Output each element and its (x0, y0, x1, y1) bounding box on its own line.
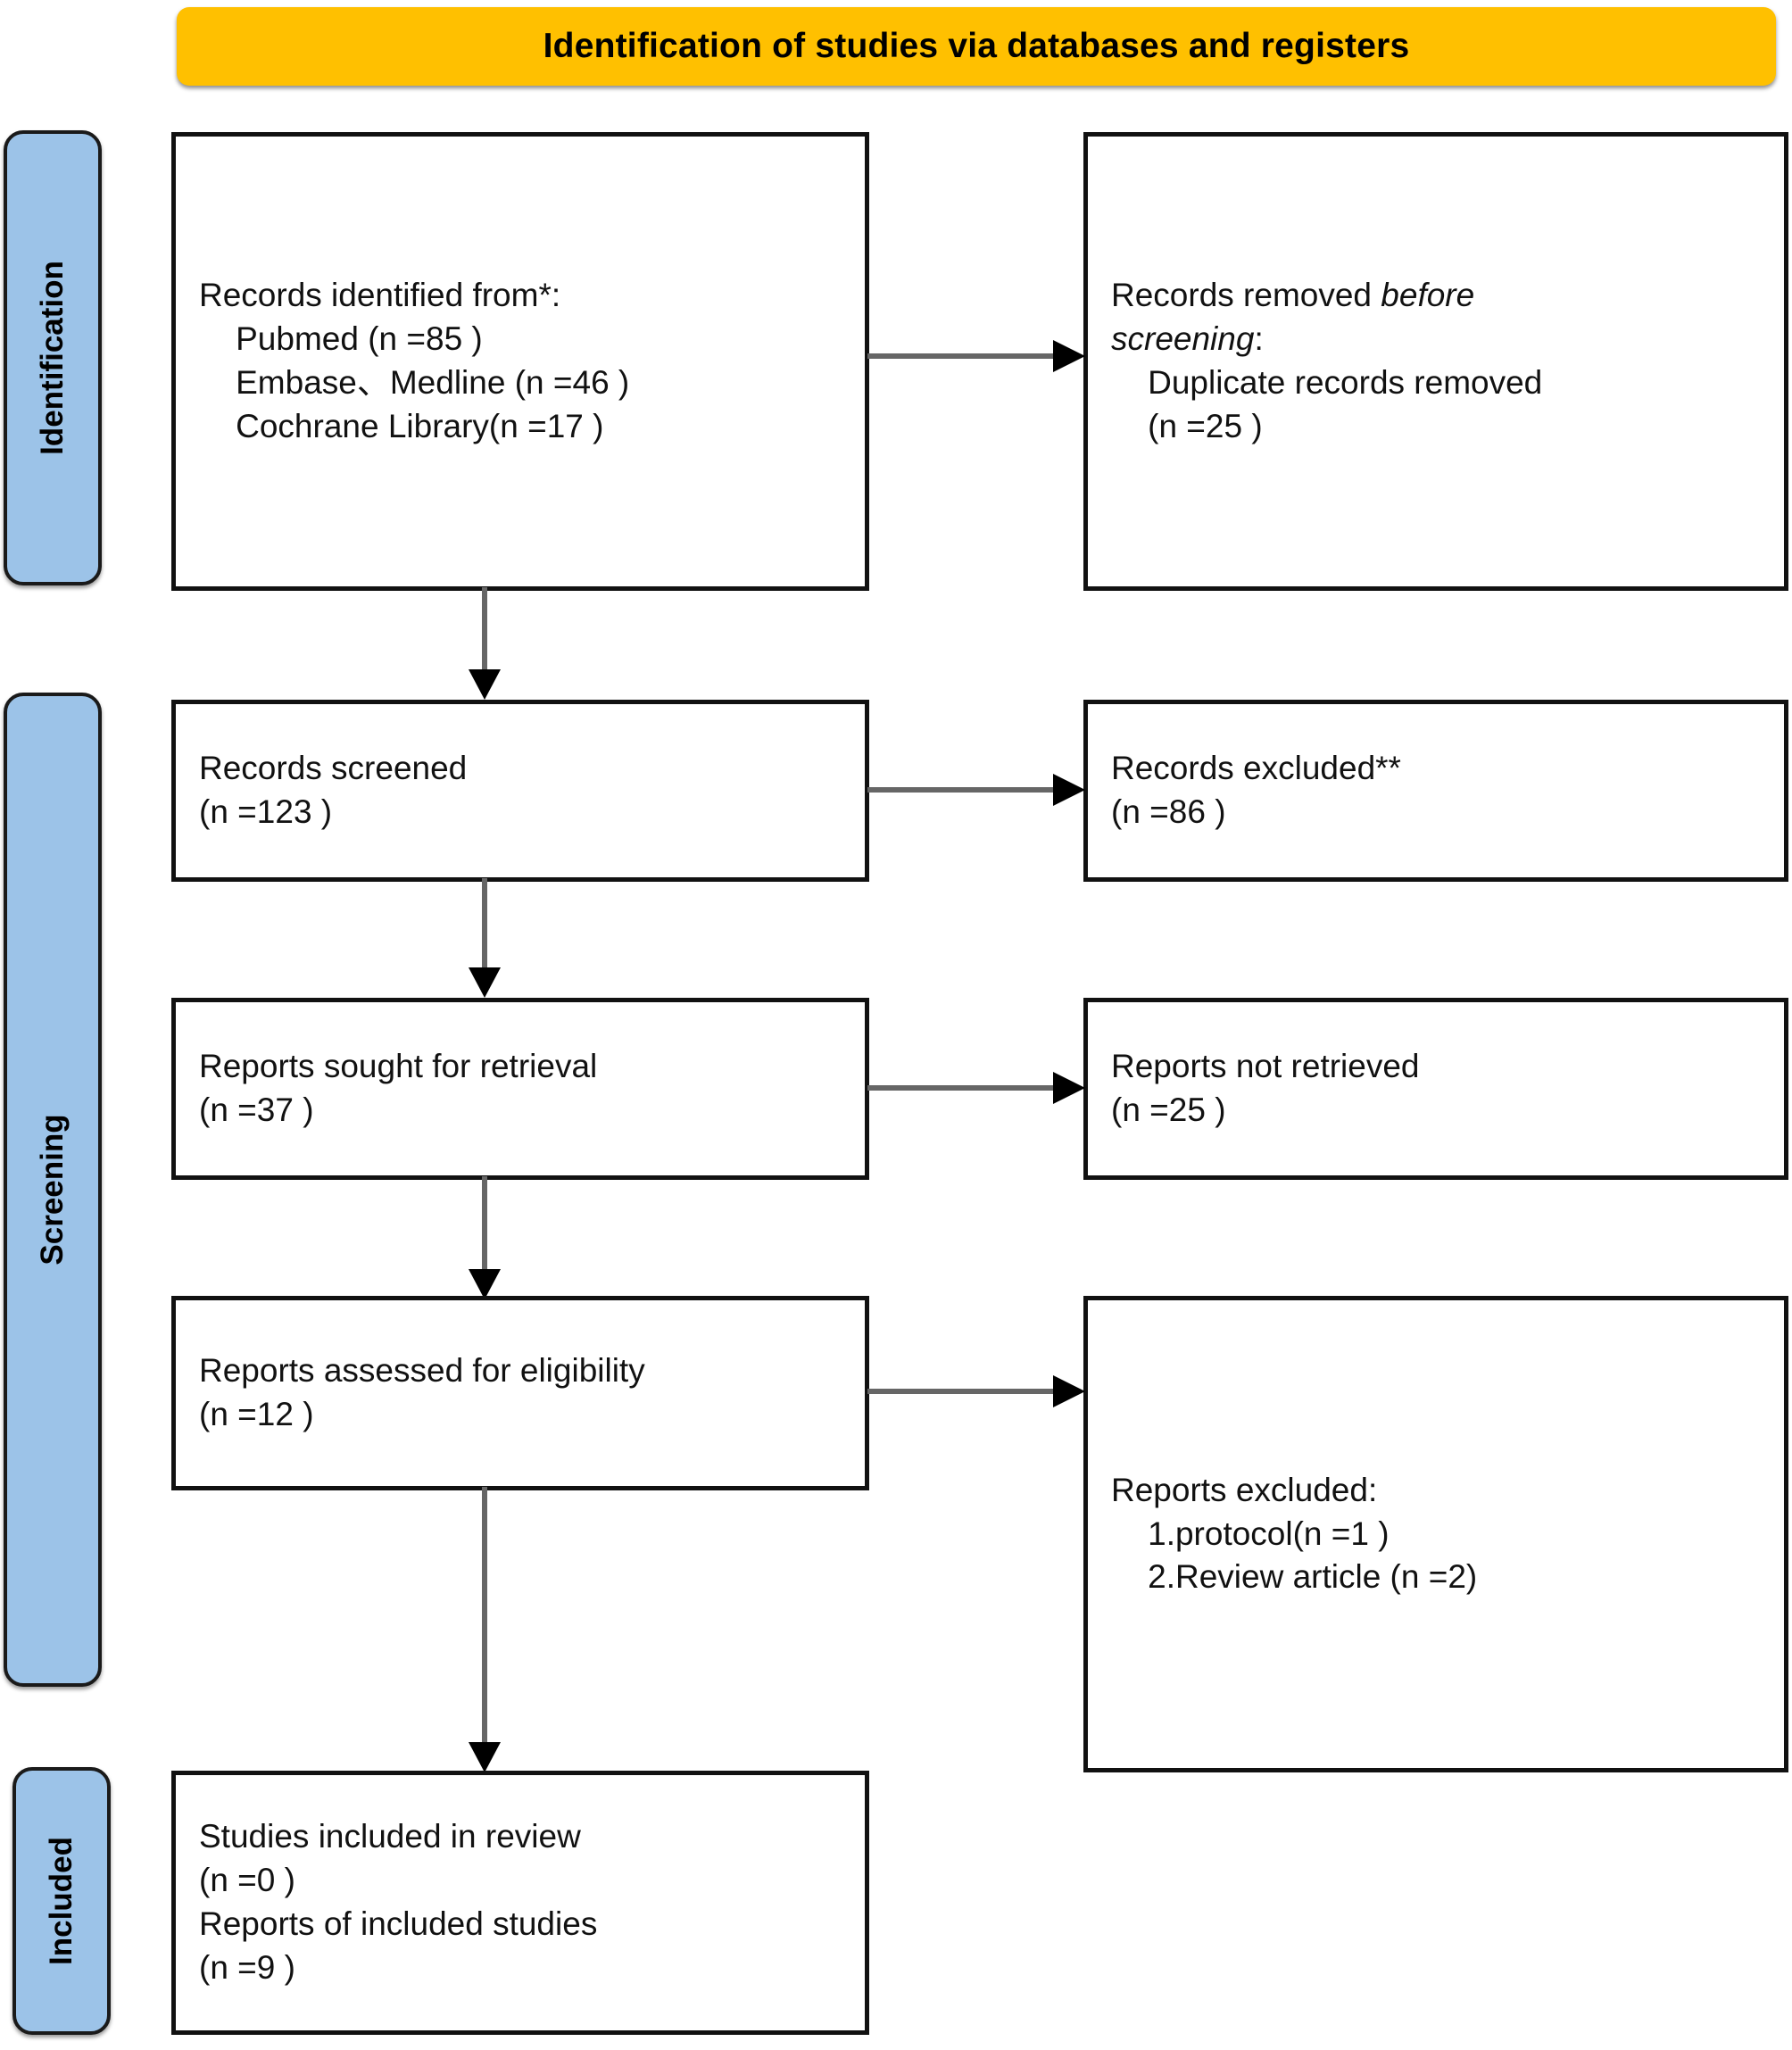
header-banner: Identification of studies via databases … (177, 7, 1776, 86)
line: Pubmed (n =85 ) (199, 320, 483, 358)
phase-label-screening: Screening (35, 1114, 70, 1266)
box-records-removed-text: Records removed before screening: Duplic… (1088, 274, 1784, 448)
box-reports-sought: Reports sought for retrieval (n =37 ) (171, 998, 869, 1180)
line: Reports assessed for eligibility (199, 1352, 645, 1390)
box-reports-sought-text: Reports sought for retrieval (n =37 ) (176, 1045, 865, 1133)
arrow-icon (867, 1375, 1085, 1407)
line: Records screened (199, 750, 468, 787)
arrow-assessed-to-included (466, 1487, 503, 1774)
phase-label-included: Included (44, 1837, 79, 1965)
line: Reports sought for retrieval (199, 1048, 598, 1085)
box-reports-assessed: Reports assessed for eligibility (n =12 … (171, 1296, 869, 1490)
line: Embase、Medline (n =46 ) (199, 364, 630, 401)
arrow-icon (469, 1487, 501, 1772)
box-records-excluded: Records excluded** (n =86 ) (1083, 700, 1788, 882)
box-records-excluded-text: Records excluded** (n =86 ) (1088, 747, 1784, 834)
arrow-sought-to-not-retrieved (867, 1069, 1087, 1107)
box-reports-excluded-text: Reports excluded: 1.protocol(n =1 ) 2.Re… (1088, 1469, 1784, 1599)
line: Reports of included studies (199, 1905, 598, 1942)
line: Records identified from*: (199, 277, 561, 314)
line: Duplicate records removed (1111, 364, 1543, 401)
box-records-identified: Records identified from*: Pubmed (n =85 … (171, 132, 869, 591)
box-reports-not-retrieved: Reports not retrieved (n =25 ) (1083, 998, 1788, 1180)
box-studies-included-text: Studies included in review (n =0 ) Repor… (176, 1815, 865, 1989)
line-part: Records removed (1111, 277, 1381, 314)
line: Reports excluded: (1111, 1471, 1378, 1508)
page-title: Identification of studies via databases … (543, 27, 1410, 65)
phase-bar-identification: Identification (4, 130, 102, 585)
line: Studies included in review (199, 1818, 581, 1855)
box-reports-assessed-text: Reports assessed for eligibility (n =12 … (176, 1349, 865, 1437)
line: Reports not retrieved (1111, 1048, 1420, 1085)
arrow-icon (867, 1072, 1085, 1104)
line: Records excluded** (1111, 750, 1401, 787)
arrow-screened-to-sought (466, 878, 503, 1000)
line: (n =0 ) (199, 1862, 295, 1899)
box-studies-included: Studies included in review (n =0 ) Repor… (171, 1771, 869, 2035)
arrow-screened-to-excluded (867, 771, 1087, 809)
box-reports-not-retrieved-text: Reports not retrieved (n =25 ) (1088, 1045, 1784, 1133)
box-records-identified-text: Records identified from*: Pubmed (n =85 … (176, 274, 865, 448)
arrow-icon (469, 1176, 501, 1299)
line-part: : (1254, 320, 1264, 358)
box-records-screened-text: Records screened (n =123 ) (176, 747, 865, 834)
arrow-sought-to-assessed (466, 1176, 503, 1301)
line: 2.Review article (n =2) (1111, 1558, 1478, 1596)
line: Cochrane Library(n =17 ) (199, 407, 604, 444)
line-part-italic: screening (1111, 320, 1255, 358)
line: (n =12 ) (199, 1396, 314, 1432)
line: (n =123 ) (199, 793, 333, 830)
arrow-identified-to-screened (466, 587, 503, 701)
line: (n =86 ) (1111, 793, 1226, 830)
arrow-icon (469, 587, 501, 700)
phase-bar-included: Included (12, 1767, 111, 2035)
line: (n =9 ) (199, 1948, 295, 1986)
line: (n =25 ) (1111, 407, 1263, 444)
box-reports-excluded: Reports excluded: 1.protocol(n =1 ) 2.Re… (1083, 1296, 1788, 1772)
arrow-assessed-to-reports-excluded (867, 1373, 1087, 1410)
phase-bar-screening: Screening (4, 693, 102, 1687)
line: Records removed before (1111, 274, 1773, 318)
box-records-removed: Records removed before screening: Duplic… (1083, 132, 1788, 591)
phase-label-identification: Identification (35, 261, 70, 455)
arrow-icon (867, 774, 1085, 806)
arrow-identified-to-removed (867, 337, 1087, 375)
line: 1.protocol(n =1 ) (1111, 1515, 1390, 1552)
arrow-icon (469, 878, 501, 998)
line-part-italic: before (1381, 277, 1475, 314)
line: screening: (1111, 318, 1773, 361)
line: (n =37 ) (199, 1091, 314, 1128)
line: (n =25 ) (1111, 1091, 1226, 1128)
arrow-icon (867, 340, 1085, 372)
box-records-screened: Records screened (n =123 ) (171, 700, 869, 882)
